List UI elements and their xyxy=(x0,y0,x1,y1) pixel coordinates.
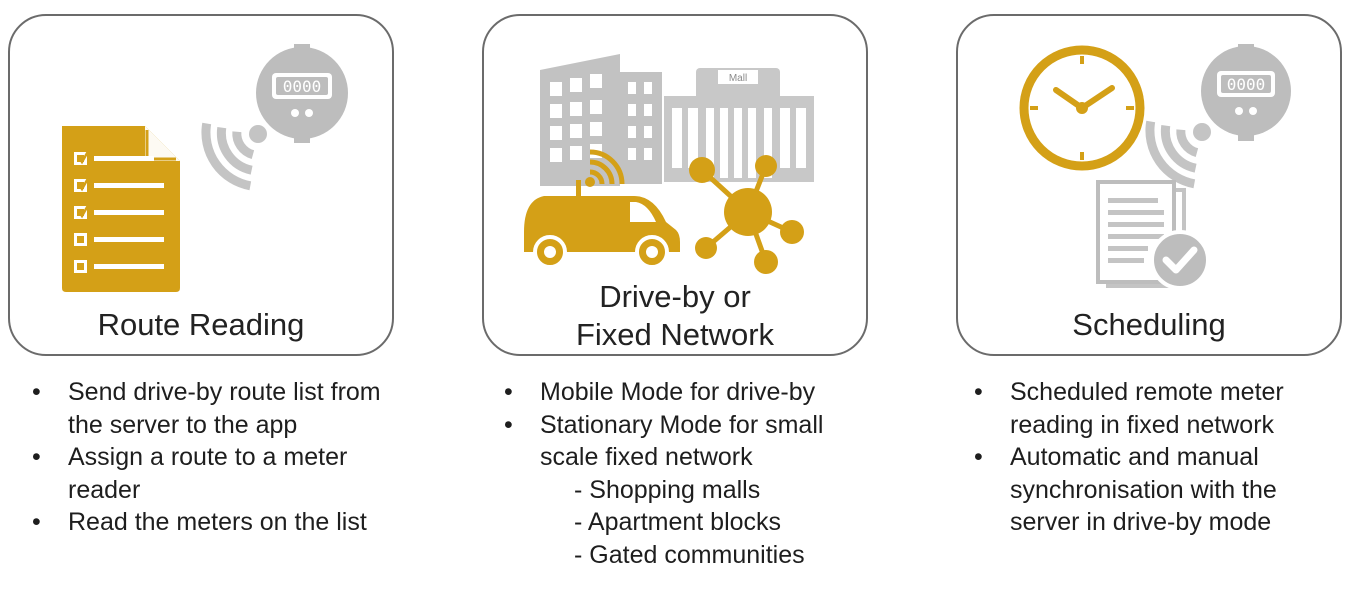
list-item: Assign a route to a meter reader xyxy=(26,441,406,506)
checklist-document-icon xyxy=(62,126,180,292)
route-reading-panel: 0000 Route Reading xyxy=(8,14,394,356)
panel-title: Scheduling xyxy=(1072,307,1226,342)
list-item: Send drive-by route list from the server… xyxy=(26,376,406,441)
wireless-signal-icon xyxy=(1145,120,1211,189)
panel-title-line2: Fixed Network xyxy=(575,317,775,352)
drive-by-illustration: Mall xyxy=(524,54,814,274)
scheduling-panel: 0000 Scheduling xyxy=(956,14,1342,356)
route-reading-bullets: Send drive-by route list from the server… xyxy=(26,376,406,539)
sub-list-item: - Apartment blocks xyxy=(574,508,782,536)
list-item: Stationary Mode for small scale fixed ne… xyxy=(498,409,878,474)
route-reading-illustration: 0000 xyxy=(62,44,348,292)
document-check-icon xyxy=(1096,180,1210,290)
wireless-signal-icon xyxy=(201,122,267,191)
network-hub-icon xyxy=(689,155,804,274)
list-item: Mobile Mode for drive-by xyxy=(498,376,878,409)
panel-title-line1: Drive-by or xyxy=(599,279,751,314)
list-item: Scheduled remote meter reading in fixed … xyxy=(968,376,1340,441)
mall-building-icon: Mall xyxy=(664,68,814,182)
water-meter-icon: 0000 xyxy=(256,44,348,143)
water-meter-icon: 0000 xyxy=(1201,44,1291,141)
svg-text:Mall: Mall xyxy=(729,73,747,84)
drive-by-bullets: Mobile Mode for drive-by Stationary Mode… xyxy=(498,376,878,571)
scheduling-illustration: 0000 xyxy=(1019,44,1291,290)
svg-text:0000: 0000 xyxy=(1227,75,1266,94)
sub-list-item: - Gated communities xyxy=(574,540,805,569)
panel-title: Route Reading xyxy=(97,307,305,342)
clock-icon xyxy=(1019,45,1145,171)
drive-by-fixed-network-panel: Mall xyxy=(482,14,868,356)
van-icon xyxy=(524,180,680,269)
wifi-icon xyxy=(585,149,625,187)
sub-list-item: - Shopping malls xyxy=(574,475,761,504)
svg-text:0000: 0000 xyxy=(283,77,322,96)
list-item: Read the meters on the list xyxy=(26,506,406,539)
list-item: Automatic and manual synchronisation wit… xyxy=(968,441,1340,539)
scheduling-bullets: Scheduled remote meter reading in fixed … xyxy=(968,376,1340,539)
